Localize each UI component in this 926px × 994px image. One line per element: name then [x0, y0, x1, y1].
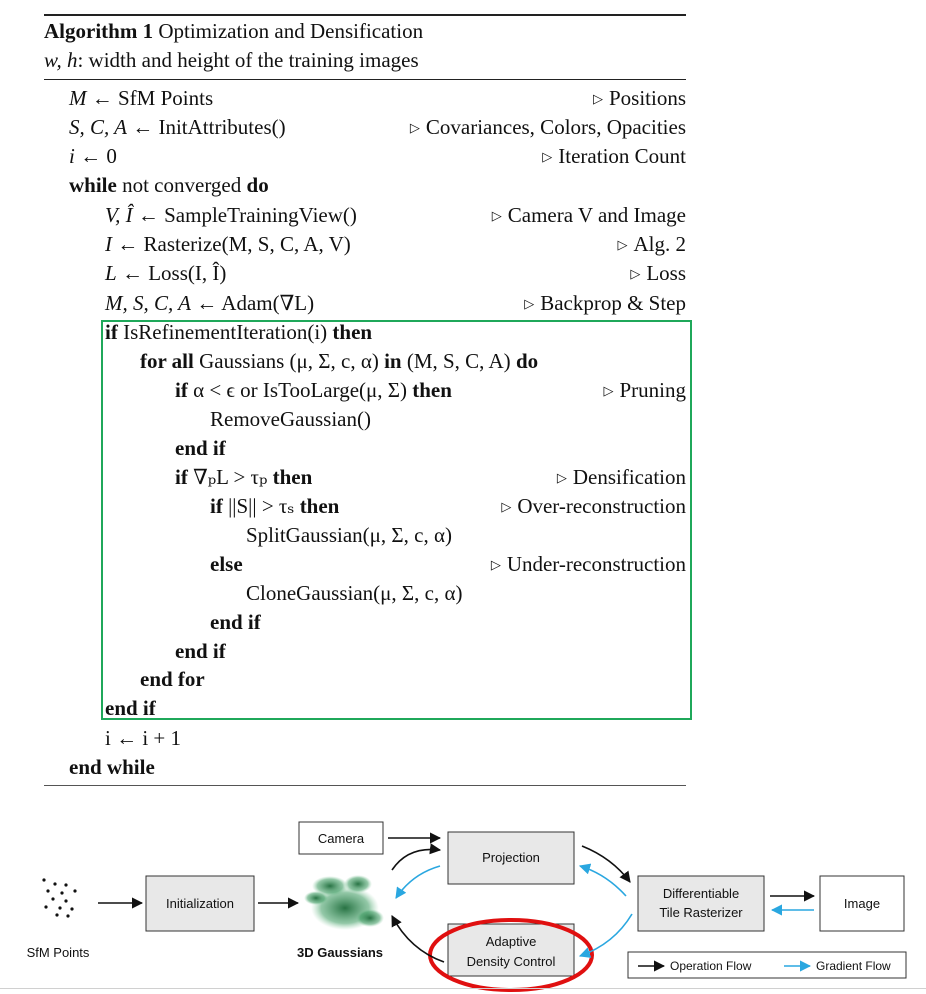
algo-line-10: for all Gaussians (μ, Σ, c, α) in (M, S,…	[140, 349, 539, 373]
adaptive-density-control-box	[447, 923, 575, 977]
projection-label: Projection	[482, 850, 540, 865]
image-label: Image	[844, 896, 880, 911]
gaussians-label: 3D Gaussians	[297, 945, 383, 960]
algo-comment: ▷Alg. 2	[617, 232, 687, 256]
algorithm-subtitle: w, h: width and height of the training i…	[44, 48, 419, 72]
algo-line-9: if IsRefinementIteration(i) then	[105, 320, 373, 344]
algo-line-1: M ← SfM Points ▷Positions	[44, 84, 686, 113]
algo-line-11: if α < ϵ or IsTooLarge(μ, Σ) then ▷Pruni…	[44, 376, 686, 405]
camera-box	[298, 821, 384, 855]
algo-line-2: S, C, A ← InitAttributes() ▷Covariances,…	[44, 113, 686, 142]
gradient-rasterizer-to-adaptive	[578, 913, 633, 958]
algo-line-5: V, Î ← SampleTrainingView() ▷Camera V an…	[44, 201, 686, 230]
legend-box	[627, 951, 907, 979]
algorithm-header-rule	[44, 79, 686, 80]
sfm-points-label: SfM Points	[27, 945, 90, 960]
initialization-label: Initialization	[166, 896, 234, 911]
algo-comment: ▷Iteration Count	[542, 144, 686, 168]
adaptive-label-line1: Adaptive	[486, 934, 537, 949]
algo-line-15: if ||S|| > τₛ then ▷Over-reconstruction	[44, 492, 686, 521]
algo-line-24: end while	[69, 755, 155, 779]
arrow-gaussians-to-projection	[391, 843, 442, 871]
algo-line-19: end if	[210, 610, 261, 634]
projection-box	[447, 831, 575, 885]
adaptive-label-line2: Density Control	[467, 954, 556, 969]
gaussians-icon	[304, 875, 384, 930]
legend-gradient-label: Gradient Flow	[816, 959, 891, 973]
algo-line-16: SplitGaussian(μ, Σ, c, α)	[246, 523, 452, 547]
algo-line-22: end if	[105, 696, 156, 720]
rasterizer-box	[637, 875, 765, 932]
algo-line-14: if ∇ₚL > τₚ then ▷Densification	[44, 463, 686, 492]
rasterizer-label-line2: Tile Rasterizer	[659, 905, 743, 920]
gradient-projection-to-gaussians	[395, 865, 441, 899]
algo-line-13: end if	[175, 436, 226, 460]
gradient-rasterizer-to-projection	[578, 863, 627, 897]
algo-comment: ▷Covariances, Colors, Opacities	[409, 115, 686, 139]
arrow-adaptive-to-gaussians	[391, 915, 445, 963]
initialization-box	[145, 875, 255, 932]
camera-label: Camera	[318, 831, 365, 846]
algo-line-21: end for	[140, 667, 205, 691]
algo-comment: ▷Densification	[556, 465, 686, 489]
algo-line-17: else ▷Under-reconstruction	[44, 550, 686, 579]
algo-line-3: i ← 0 ▷Iteration Count	[44, 142, 686, 171]
algo-comment: ▷Positions	[592, 86, 686, 110]
algorithm-top-rule	[44, 14, 686, 16]
refinement-highlight-box	[101, 320, 692, 720]
algorithm-bottom-rule	[44, 785, 686, 786]
algo-line-12: RemoveGaussian()	[210, 407, 371, 431]
algo-comment: ▷Pruning	[603, 378, 686, 402]
algo-line-18: CloneGaussian(μ, Σ, c, α)	[246, 581, 463, 605]
algo-line-4: while not converged do	[69, 173, 269, 197]
rasterizer-label-line1: Differentiable	[663, 886, 739, 901]
algorithm-title: Algorithm 1 Optimization and Densificati…	[44, 19, 424, 43]
page-bottom-rule	[0, 988, 926, 989]
algo-line-7: L ← Loss(I, Î) ▷Loss	[44, 259, 686, 288]
algo-line-8: M, S, C, A ← Adam(∇L) ▷Backprop & Step	[44, 289, 686, 318]
algo-comment: ▷Backprop & Step	[524, 291, 686, 315]
sfm-points-icon	[42, 878, 77, 918]
algo-line-6: I ← Rasterize(M, S, C, A, V) ▷Alg. 2	[44, 230, 686, 259]
algo-line-23: i ← i + 1	[105, 726, 182, 750]
legend-operation-label: Operation Flow	[670, 959, 752, 973]
arrow-projection-to-rasterizer	[581, 845, 631, 883]
image-box	[819, 875, 905, 932]
algo-line-20: end if	[175, 639, 226, 663]
algo-comment: ▷Loss	[630, 261, 686, 285]
algo-comment: ▷Camera V and Image	[491, 203, 686, 227]
algo-comment: ▷Over-reconstruction	[501, 494, 686, 518]
algo-comment: ▷Under-reconstruction	[490, 552, 686, 576]
